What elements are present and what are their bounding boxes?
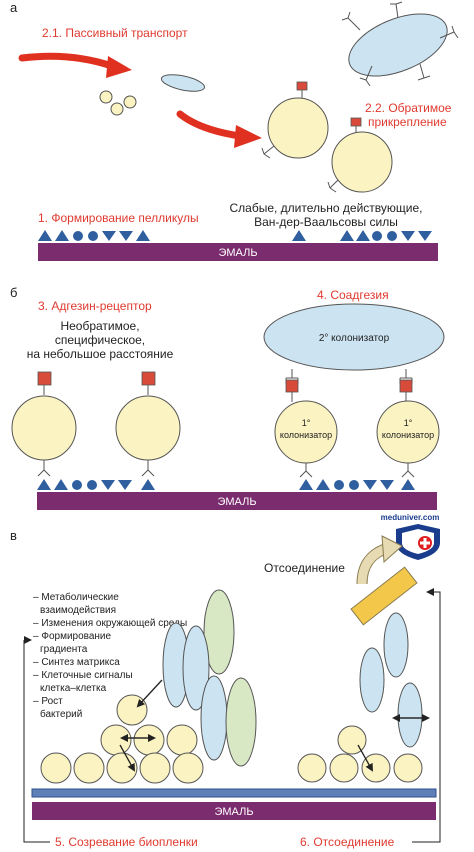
- factor-matrix: – Синтез матрикса: [33, 657, 120, 668]
- transport-arrow-lower-head: [234, 125, 262, 148]
- detachment-label: Отсоединение: [264, 561, 345, 575]
- maturation-cycle-line: [23, 640, 50, 843]
- primary-colonizer-1: 1° колонизатор: [274, 379, 338, 478]
- enamel-bar-b: [37, 492, 437, 510]
- transport-arrow-lower: [176, 110, 244, 140]
- maturation-factors-list: – Метаболические взаимодействия – Измене…: [33, 591, 187, 720]
- factor-environment: – Изменения окружающей среды: [33, 618, 187, 629]
- factor-metabolic: – Метаболические: [33, 591, 119, 603]
- primary-degree: 1°: [302, 418, 311, 428]
- blue-rod: [200, 675, 228, 761]
- reversible-label-2: прикрепление: [368, 115, 447, 129]
- panel-a-letter: а: [10, 0, 18, 15]
- primary-colonizer-2: 1° колонизатор: [376, 379, 440, 478]
- detaching-rod: [350, 566, 418, 626]
- passive-transport-label: 2.1. Пассивный транспорт: [42, 26, 188, 40]
- pellicle-layer-c: [31, 788, 437, 798]
- biofilm-right-rods: [359, 612, 423, 748]
- transport-arrow-upper-head: [106, 56, 132, 78]
- biofilm-left-cocci: [40, 694, 204, 784]
- blue-rod: [397, 682, 423, 748]
- factor-signals-cont: клетка–клетка: [40, 683, 107, 694]
- detachment-cycle-arrow: [412, 588, 441, 843]
- blue-rod: [383, 612, 409, 678]
- attaching-bacterium-2: [327, 117, 393, 193]
- adhesin-bacterium-1: [11, 371, 77, 477]
- pellicle-row-a: [38, 230, 432, 241]
- transport-arrow-upper: [18, 52, 116, 70]
- pellicle-label: 1. Формирование пелликулы: [38, 211, 199, 225]
- panel-a: а 2.1. Пассивный транспорт: [10, 0, 459, 261]
- primary-colonizer-label: колонизатор: [382, 430, 434, 440]
- maturation-step-label: 5. Созревание биопленки: [55, 835, 198, 849]
- panel-b: б 3. Адгезин-рецептор Необратимое, специ…: [10, 285, 445, 510]
- factor-growth: – Рост: [33, 696, 63, 707]
- enamel-label-c: ЭМАЛЬ: [214, 806, 253, 818]
- factor-gradient-cont: градиента: [40, 644, 88, 655]
- attaching-bacterium-1: [261, 81, 329, 159]
- factor-metabolic-cont: взаимодействия: [40, 605, 116, 616]
- enamel-label-b: ЭМАЛЬ: [217, 496, 256, 508]
- green-rod: [203, 589, 235, 675]
- irreversible-line-3: на небольшое расстояние: [27, 347, 174, 361]
- panel-b-letter: б: [10, 285, 17, 300]
- blue-rod: [182, 625, 210, 711]
- weak-forces-line-2: Ван-дер-Ваальсовы силы: [254, 215, 398, 229]
- coadhesion-label: 4. Соадгезия: [317, 288, 389, 302]
- interaction-arrows: [119, 679, 430, 772]
- weak-forces-line-1: Слабые, длительно действующие,: [230, 201, 423, 215]
- panel-c-letter: в: [10, 528, 17, 543]
- detach-curved-arrow: [356, 535, 403, 585]
- factor-growth-cont: бактерий: [40, 708, 82, 720]
- enamel-bar-c: [32, 802, 436, 820]
- free-bacterium: [123, 95, 137, 109]
- secondary-colonizer-label: 2° колонизатор: [319, 333, 390, 344]
- panel-c: в meduniver.com Отсоединение – Метаболич…: [10, 513, 441, 849]
- factor-gradient: – Формирование: [33, 631, 112, 642]
- pellicle-row-b: [37, 479, 415, 490]
- green-rod: [225, 677, 257, 767]
- watermark-text: meduniver.com: [381, 513, 440, 522]
- adhesin-bacterium-2: [115, 371, 181, 477]
- blue-rod: [359, 647, 385, 713]
- detachment-step-label: 6. Отсоединение: [300, 835, 395, 849]
- free-bacterium: [99, 90, 113, 104]
- biofilm-left-rods: [162, 589, 257, 767]
- secondary-colonizer: 2° колонизатор: [263, 303, 445, 384]
- irreversible-line-1: Необратимое,: [60, 319, 139, 333]
- reversible-label-1: 2.2. Обратимое: [365, 101, 452, 115]
- medical-shield-icon: [396, 524, 440, 560]
- free-bacterium: [110, 102, 124, 116]
- adhesin-label: 3. Адгезин-рецептор: [38, 299, 152, 313]
- free-rod-bacterium: [160, 74, 206, 92]
- irreversible-line-2: специфическое,: [55, 333, 145, 347]
- primary-degree: 1°: [404, 418, 413, 428]
- enamel-bar-a: [38, 243, 438, 261]
- primary-colonizer-label: колонизатор: [280, 430, 332, 440]
- enamel-label-a: ЭМАЛЬ: [218, 247, 257, 259]
- factor-signals: – Клеточные сигналы: [33, 670, 133, 681]
- blue-bacterium-top: [341, 1, 459, 87]
